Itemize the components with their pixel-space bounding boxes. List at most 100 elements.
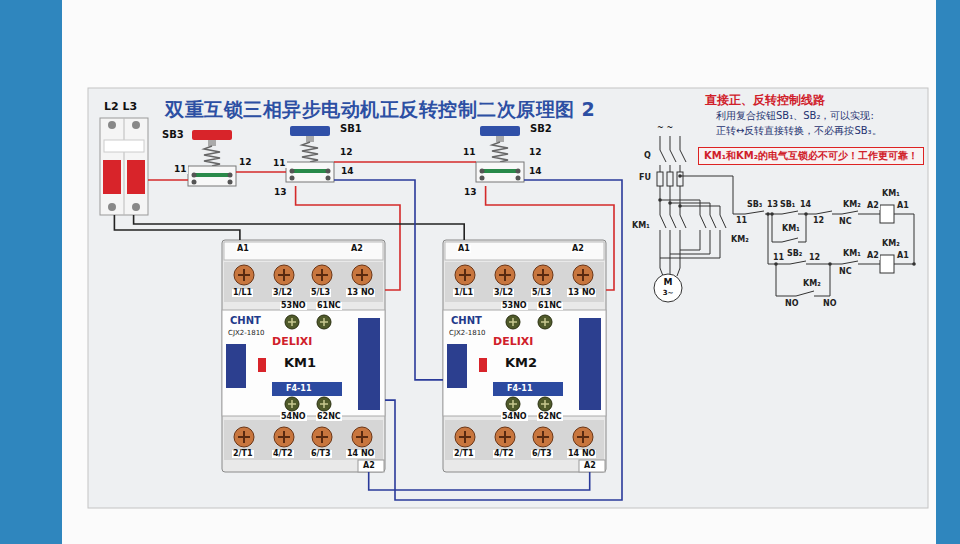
schematic-label: A1 — [896, 202, 910, 210]
motor-symbol: M 3~ — [654, 274, 682, 302]
terminal-label: 3/L2 — [493, 289, 514, 297]
drawing-part — [132, 203, 140, 211]
drawing-part — [88, 88, 928, 508]
coil-symbol: KM₁ — [880, 205, 894, 223]
drawing-part — [104, 140, 144, 152]
terminal-label: A2 — [350, 245, 364, 253]
drawing-part — [222, 240, 385, 472]
drawing-part — [192, 130, 232, 140]
terminal-label: 6/T3 — [310, 450, 332, 458]
terminal-number: 12 — [238, 158, 253, 167]
schematic-label: Q — [643, 152, 652, 160]
coil-symbol: KM₂ — [880, 255, 894, 273]
drawing-part — [476, 136, 524, 182]
drawing-part — [804, 212, 808, 216]
button-name: SB1 — [340, 124, 362, 134]
terminal-label: 54NO — [501, 413, 528, 421]
drawing-part — [127, 160, 145, 194]
schematic-label: 11 — [735, 217, 748, 225]
drawing-part — [108, 121, 116, 129]
drawing-part — [286, 126, 334, 182]
terminal-label: 53NO — [280, 302, 307, 310]
wire — [334, 180, 443, 380]
note-line: 正转↔反转直接转换，不必再按SB₃。 — [716, 126, 882, 136]
drawing-part — [132, 121, 140, 129]
drawing-part — [667, 172, 673, 186]
model-number: CJX2-1810 — [228, 330, 265, 337]
drawing-part — [660, 230, 720, 258]
terminal-label: 62NC — [537, 413, 563, 421]
drawing-part — [124, 118, 125, 215]
drawing-part — [654, 274, 682, 302]
motor-letter: M — [654, 278, 682, 287]
wire — [296, 186, 400, 290]
note-line: 利用复合按钮SB₁、SB₂，可以实现: — [716, 111, 874, 121]
drawing-part — [660, 165, 680, 172]
button-name: SB2 — [530, 124, 552, 134]
terminal-label: A1 — [457, 245, 471, 253]
terminal-label: 61NC — [537, 302, 563, 310]
schematic-label: 13 — [766, 201, 779, 209]
terminal-label: 13 NO — [346, 289, 375, 297]
terminal-label: 1/L1 — [453, 289, 474, 297]
drawing-part — [100, 118, 148, 215]
drawing-part — [443, 240, 606, 472]
terminal-number: 13 — [463, 188, 478, 197]
drawing-part — [668, 201, 672, 205]
wire — [385, 180, 622, 500]
aux-block-name: F4-11 — [286, 385, 311, 393]
note-text: KM₁和KM₂的电气互锁必不可少！工作更可靠！ — [704, 150, 918, 162]
drawing-part — [880, 255, 894, 273]
schematic-label: NO — [822, 300, 838, 308]
drawing-part — [770, 212, 774, 216]
drawing-part — [103, 160, 121, 194]
drawing-part — [290, 126, 330, 136]
schematic-label: A2 — [866, 252, 880, 260]
brand-mark: DELIXI — [272, 336, 312, 347]
schematic-label: KM₂ — [842, 201, 862, 209]
motor-phase: 3~ — [654, 290, 682, 297]
push-button: SB3 — [188, 128, 236, 190]
terminal-label: 6/T3 — [531, 450, 553, 458]
panel-heading: 直接正、反转控制线路 — [705, 94, 825, 106]
schematic-label: 11 — [772, 254, 785, 262]
schematic-label: KM₂ — [730, 236, 750, 244]
terminal-number: 13 — [273, 188, 288, 197]
drawing-part — [660, 215, 686, 228]
contactor: CHNTCJX2-1810DELIXIKM2F4-11 — [443, 240, 606, 472]
drawing-part — [660, 150, 686, 162]
terminal-label: 53NO — [501, 302, 528, 310]
terminal-number: 14 — [528, 167, 543, 176]
terminal-number: 11 — [272, 159, 287, 168]
circuit-breaker: L2 L3 — [100, 118, 148, 215]
schematic-label: 14 — [799, 201, 812, 209]
drawing-part — [660, 136, 680, 150]
drawing-part — [188, 130, 236, 186]
terminal-label: A2 — [362, 462, 376, 470]
terminal-names: L2 L3 — [104, 101, 137, 112]
drawing-part — [678, 204, 682, 208]
brand-mark: CHNT — [451, 316, 482, 326]
wire — [486, 186, 614, 290]
drawing-part — [188, 140, 236, 186]
coil-name: KM₂ — [881, 240, 901, 248]
terminal-label: 4/T2 — [493, 450, 515, 458]
brand-mark: CHNT — [230, 316, 261, 326]
contactor: CHNTCJX2-1810DELIXIKM1F4-11 — [222, 240, 385, 472]
drawing-part — [660, 200, 720, 215]
terminal-label: 2/T1 — [453, 450, 475, 458]
wire — [236, 171, 286, 173]
schematic-label: KM₁ — [631, 222, 651, 230]
terminal-label: 3/L2 — [272, 289, 293, 297]
schematic-label: 12 — [812, 217, 825, 225]
terminal-number: 11 — [462, 148, 477, 157]
drawing-part — [880, 205, 894, 223]
drawing-part — [476, 126, 524, 182]
schematic-label: FU — [638, 174, 652, 182]
terminal-label: A2 — [571, 245, 585, 253]
schematic-label: A2 — [866, 202, 880, 210]
terminal-number: 12 — [528, 148, 543, 157]
schematic-label: KM₁ — [842, 250, 862, 258]
drawing-part — [828, 262, 832, 266]
